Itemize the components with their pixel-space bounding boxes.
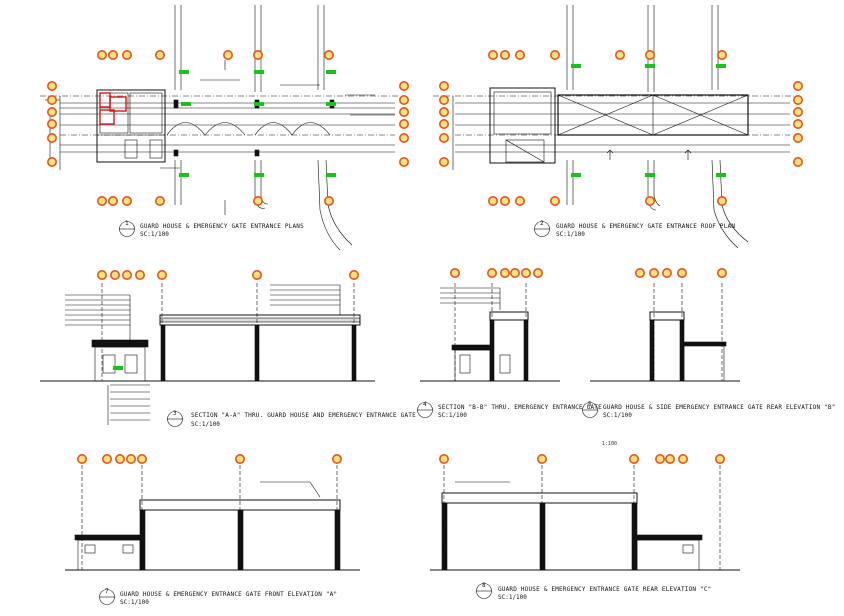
sheet-scale-note: 1:100	[602, 441, 618, 447]
green-tags	[113, 64, 726, 370]
section-a-drawing	[40, 283, 375, 427]
drawing-7-scale: SC:1/100	[120, 599, 149, 606]
drawing-7-title: GUARD HOUSE & EMERGENCY ENTRANCE GATE FR…	[120, 591, 338, 598]
drawing-4-title: SECTION "B-B" THRU. EMERGENCY ENTRANCE G…	[438, 404, 602, 411]
drawing-2-number: 2	[540, 220, 544, 227]
drawing-5-title: GUARD HOUSE & SIDE EMERGENCY ENTRANCE GA…	[603, 404, 836, 411]
drawing-1-scale: SC:1/100	[140, 231, 169, 238]
drawing-1-title: GUARD HOUSE & EMERGENCY GATE ENTRANCE PL…	[140, 223, 304, 230]
drawing-4-scale: SC:1/100	[438, 412, 467, 419]
elevation-c-drawing	[430, 465, 740, 599]
drawing-5-scale: SC:1/100	[603, 412, 632, 419]
drawing-8-number: 8	[482, 582, 486, 589]
drawing-5-number: 5	[588, 401, 592, 408]
plan-drawing	[40, 5, 400, 251]
drawing-3-scale: SC:1/100	[191, 421, 220, 428]
drawing-2-scale: SC:1/100	[556, 231, 585, 238]
section-b-drawing	[417, 283, 560, 418]
drawing-8-scale: SC:1/100	[498, 594, 527, 601]
drawing-4-number: 4	[423, 401, 427, 408]
drawing-7-number: 7	[105, 588, 109, 595]
drawing-3-title: SECTION "A-A" THRU. GUARD HOUSE AND EMER…	[191, 412, 416, 419]
drawing-8-title: GUARD HOUSE & EMERGENCY ENTRANCE GATE RE…	[498, 586, 712, 593]
elevation-b-drawing	[582, 283, 740, 418]
drawing-2-title: GUARD HOUSE & EMERGENCY GATE ENTRANCE RO…	[556, 223, 736, 230]
plan-highlight	[99, 92, 127, 125]
drawing-3-number: 3	[173, 410, 177, 417]
drawing-1-number: 1	[125, 220, 129, 227]
elevation-a-drawing	[65, 465, 360, 605]
roof-plan-drawing	[433, 5, 795, 249]
